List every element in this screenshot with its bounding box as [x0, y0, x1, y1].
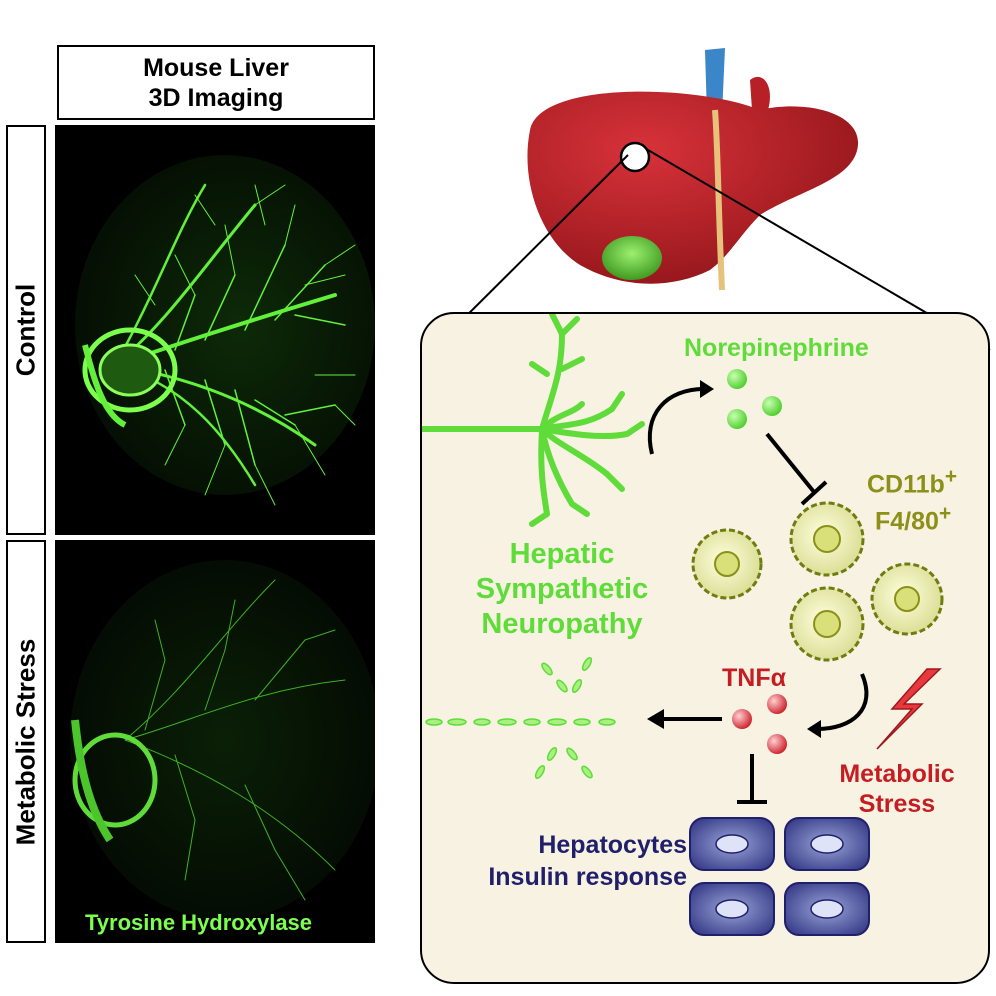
control-image: [55, 125, 375, 535]
liver-illustration: [527, 48, 859, 291]
neuropathy-line-2: Sympathetic: [475, 573, 649, 605]
hepatocytes-line-1: Hepatocytes: [538, 831, 687, 859]
tnf-label: TNFα: [722, 664, 786, 692]
norepinephrine-label: Norepinephrine: [684, 334, 869, 362]
macrophage-label: CD11b+ F4/80+: [867, 462, 957, 537]
tnf-molecule: [767, 694, 787, 714]
f480-superscript: +: [938, 502, 952, 526]
control-label-box: Control: [6, 125, 46, 535]
macrophage-cluster: [691, 501, 944, 662]
metabolic-stress-image: Tyrosine Hydroxylase: [55, 540, 375, 943]
norepinephrine-molecule: [727, 369, 747, 389]
tnf-molecule: [767, 734, 787, 754]
stress-line-1: Metabolic: [839, 760, 955, 788]
tnf-molecule: [732, 709, 752, 729]
mechanism-panel: Norepinephrine CD11b+ F4/80+ Hepatic Sym…: [420, 312, 990, 984]
cd11b-superscript: +: [944, 465, 957, 488]
hepatocytes-line-2: Insulin response: [488, 863, 687, 891]
tyrosine-hydroxylase-label: Tyrosine Hydroxylase: [85, 910, 313, 935]
norepinephrine-molecule: [762, 396, 782, 416]
neuropathy-line-3: Neuropathy: [481, 608, 643, 640]
f480-label: F4/80: [875, 507, 939, 536]
metabolic-stress-diagram-label: Metabolic Stress: [832, 759, 962, 819]
cd11b-label: CD11b: [867, 470, 945, 499]
stress-line-2: Stress: [858, 790, 936, 818]
fragmented-nerve-icon: [425, 657, 616, 779]
neuropathy-line-1: Hepatic: [509, 538, 615, 570]
column-header: Mouse Liver 3D Imaging: [57, 45, 375, 120]
norepinephrine-molecule: [727, 409, 747, 429]
header-line-1: Mouse Liver: [143, 53, 289, 82]
neuropathy-label: Hepatic Sympathetic Neuropathy: [452, 537, 672, 642]
neuron-icon: [422, 314, 645, 527]
metabolic-stress-label-box: Metabolic Stress: [6, 540, 46, 943]
lightning-icon: [876, 668, 942, 750]
hepatocytes-label: Hepatocytes Insulin response: [442, 829, 687, 893]
header-line-2: 3D Imaging: [148, 83, 284, 112]
hepatocyte-cluster: [689, 817, 870, 936]
